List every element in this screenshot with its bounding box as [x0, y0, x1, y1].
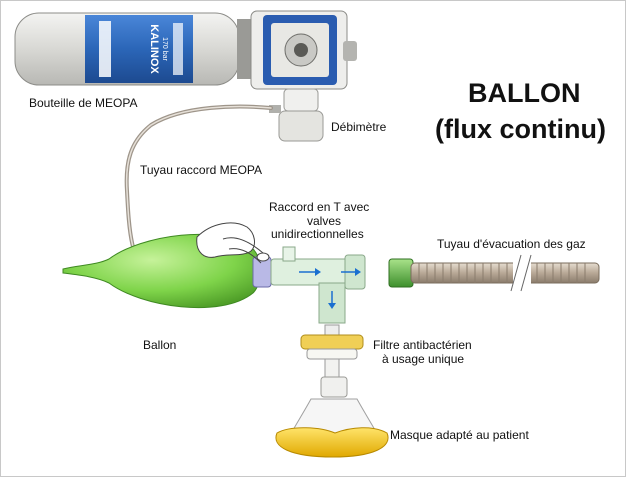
bottle-pressure-text: 170 bar: [161, 37, 168, 61]
label-tpiece-line2: valves: [307, 214, 342, 228]
filter-device: [300, 324, 364, 378]
t-connector: [270, 246, 366, 324]
label-filter-line1: Filtre antibactérien: [373, 338, 472, 352]
diagram-title-line1: BALLON: [468, 78, 581, 108]
hand-illustration: [196, 222, 270, 264]
label-tpiece-line3: unidirectionnelles: [271, 227, 364, 241]
label-flowmeter: Débimètre: [331, 120, 387, 134]
diagram-title-line2: (flux continu): [435, 114, 606, 144]
exhaust-tube: [388, 254, 600, 292]
label-balloon: Ballon: [143, 338, 177, 352]
label-tpiece-line1: Raccord en T avec: [269, 200, 370, 214]
label-mask: Masque adapté au patient: [390, 428, 529, 442]
meopa-bottle: KALINOX 170 bar: [14, 12, 253, 86]
label-filter-line2: à usage unique: [382, 352, 465, 366]
patient-mask: [275, 376, 389, 458]
label-bottle: Bouteille de MEOPA: [29, 96, 138, 110]
flowmeter-device: [250, 10, 357, 142]
label-hose: Tuyau raccord MEOPA: [140, 163, 263, 177]
bottle-brand-text: KALINOX: [148, 24, 160, 74]
label-exhaust: Tuyau d'évacuation des gaz: [437, 237, 586, 251]
